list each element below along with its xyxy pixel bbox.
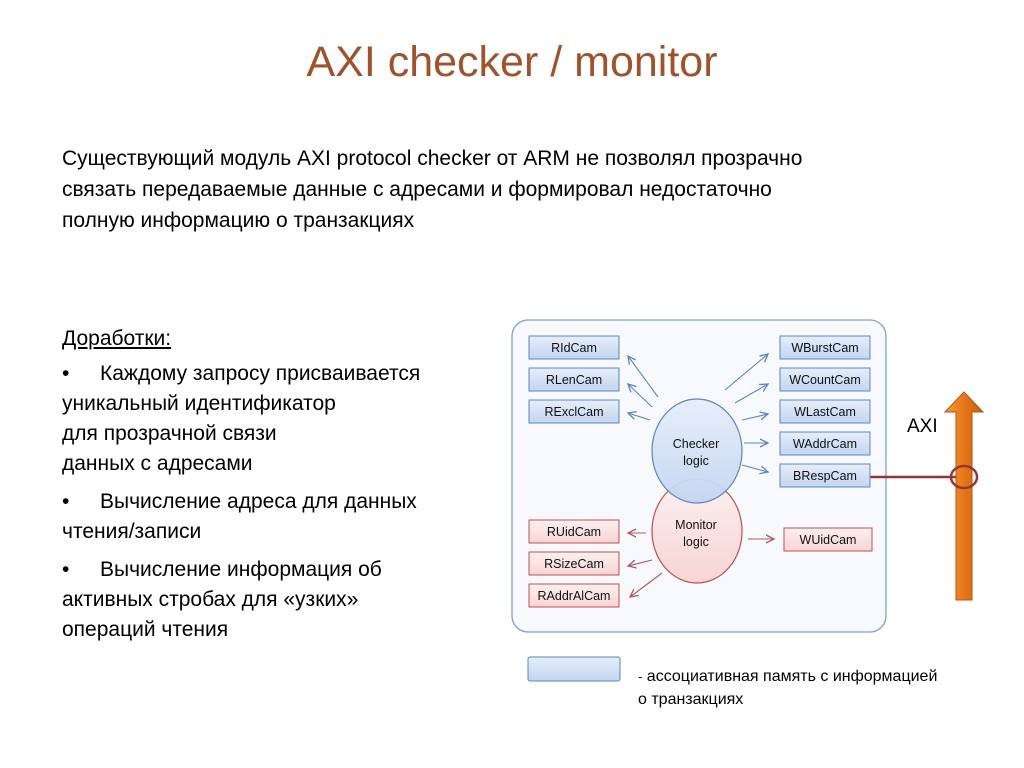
legend-line: о транзакциях [638,691,744,708]
arrow-checker-brespcam [741,464,768,472]
intro-paragraph: Существующий модуль AXI protocol checker… [62,143,972,236]
bullet-text: уникальный идентификатор [62,392,336,415]
cam-label: RExclCam [544,405,603,419]
cam-label: WLastCam [794,405,856,419]
arrow-checker-ridcam [628,356,659,398]
improvements-list: Доработки: • Каждому запросу присваиваетс… [62,324,502,653]
checker-logic-ellipse [651,398,743,504]
arrow-checker-wburstcam [724,354,768,391]
cam-rexclcam: RExclCam [528,399,620,424]
cam-wlastcam: WLastCam [779,399,871,424]
intro-line: Существующий модуль AXI protocol checker… [62,147,803,170]
bullet-dot: • [62,490,70,513]
cam-label: BRespCam [793,469,857,483]
cam-rsizecam: RSizeCam [528,551,620,576]
legend-line: ассоциативная память с информацией [646,668,938,685]
bullet-text: чтения/записи [62,520,202,543]
bullet-text: операций чтения [62,618,229,641]
bullet-text: Каждому запросу присваивается [100,362,421,385]
cam-ruidcam: RUidCam [528,519,620,544]
axi-tap-ellipse [949,464,979,490]
bullet-text: данных с адресами [62,452,253,475]
bullet-dot: • [62,362,70,385]
legend-swatch [527,656,621,682]
cam-label: WAddrCam [793,437,857,451]
checker-logic-label: Checker [673,437,720,451]
legend-dash: - [638,669,643,684]
cam-label: RIdCam [551,341,597,355]
cam-label: RLenCam [546,373,602,387]
bullet-text: Вычисление адреса для данных [100,490,417,513]
bullet-text: для прозрачной связи [62,422,277,445]
cam-brespcam: BRespCam [779,463,871,488]
slide-title: AXI checker / monitor [306,38,718,86]
legend-text: - ассоциативная память с информацией о т… [638,665,1018,711]
monitor-logic-label: Monitor [675,518,717,532]
bullet-text: активных стробах для «узких» [62,588,359,611]
bullet-item: • Каждому запросу присваивается уникальны… [62,359,502,479]
improvements-heading: Доработки: [62,327,172,350]
bullet-dot: • [62,558,70,581]
cam-label: WUidCam [800,533,857,547]
bullet-item: • Вычисление адреса для данных чтения/зап… [62,487,502,547]
cam-wuidcam: WUidCam [783,527,873,552]
cam-label: RAddrAlCam [538,589,611,603]
monitor-logic-label: logic [683,535,709,549]
intro-line: полную информацию о транзакциях [62,209,415,232]
bullet-item: • Вычисление информация об активных строб… [62,555,502,645]
cam-rlencam: RLenCam [528,367,620,392]
axi-label: AXI [907,416,938,437]
cam-label: WCountCam [789,373,861,387]
axi-arrow [943,391,985,601]
arrow-checker-wlastcam [741,414,768,421]
cam-raddralcam: RAddrAlCam [528,583,620,608]
arrow-checker-wcountcam [734,384,768,404]
checker-logic-label: logic [683,454,709,468]
cam-waddrcam: WAddrCam [779,431,871,456]
arrow-checker-rexclcam [628,413,651,421]
arrow-monitor-raddralcam [630,572,663,597]
intro-line: связать передаваемые данные с адресами и… [62,178,772,201]
arrow-checker-rlencam [628,384,653,408]
cam-wburstcam: WBurstCam [779,335,871,360]
cam-ridcam: RIdCam [528,335,620,360]
cam-label: RUidCam [547,525,601,539]
arrow-monitor-rsizecam [628,559,653,566]
cam-label: RSizeCam [544,557,604,571]
cam-label: WBurstCam [791,341,858,355]
cam-wcountcam: WCountCam [779,367,871,392]
bullet-text: Вычисление информация об [100,558,382,581]
